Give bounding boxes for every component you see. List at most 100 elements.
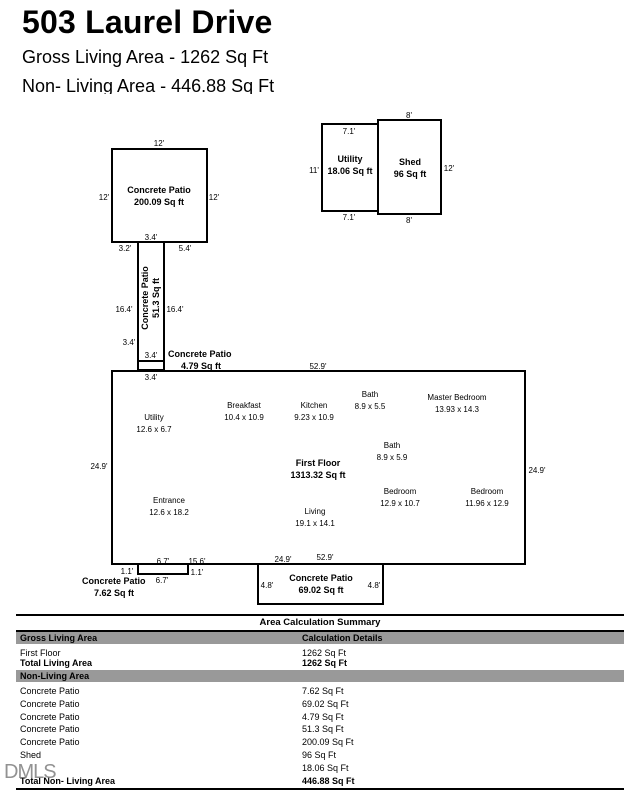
room-entrance-size: 12.6 x 18.2: [149, 508, 189, 517]
row-label: Total Non- Living Area: [20, 776, 116, 787]
shed-name: Shed: [399, 157, 421, 167]
utility-dim-top: 7.1': [343, 127, 356, 136]
patio-bottom-dim-left: 4.8': [261, 581, 274, 590]
table-row: Total Living Area 1262 Sq Ft: [16, 657, 624, 670]
patio-top-dim-right: 12': [209, 193, 220, 202]
room-bedroom-1-name: Bedroom: [384, 487, 417, 496]
shed-area: 96 Sq ft: [394, 169, 427, 179]
row-value: 1262 Sq Ft: [302, 657, 348, 668]
first-floor-dim-top: 52.9': [309, 362, 327, 371]
row-label: Shed: [20, 750, 42, 761]
room-breakfast-size: 10.4 x 10.9: [224, 413, 264, 422]
room-living-name: Living: [305, 507, 326, 516]
row-value: 4.79 Sq Ft: [302, 711, 344, 722]
utility-name: Utility: [337, 154, 362, 164]
room-bedroom-2-name: Bedroom: [471, 487, 504, 496]
patio-vertical-name: Concrete Patio: [140, 266, 150, 330]
patio-bottom-left-area: 7.62 Sq ft: [94, 588, 134, 598]
patio-small-name: Concrete Patio: [168, 349, 232, 359]
patio-vertical-dim-left: 16.4': [115, 305, 133, 314]
patio-bottom-left-name: Concrete Patio: [82, 576, 146, 586]
patio-bottom-name: Concrete Patio: [289, 573, 353, 583]
patio-top-dim-bottom-b: 3.4': [145, 233, 158, 242]
room-bedroom-1-size: 12.9 x 10.7: [380, 499, 420, 508]
shed-dim-bottom: 8': [406, 216, 412, 225]
row-label: Concrete Patio: [20, 685, 80, 696]
table-row: First Floor 1262 Sq Ft: [16, 647, 624, 660]
first-floor-name: First Floor: [296, 458, 341, 468]
patio-small-area: 4.79 Sq ft: [181, 361, 221, 371]
patio-bottom-area: 69.02 Sq ft: [298, 585, 343, 595]
patio-top-dim-left: 12': [99, 193, 110, 202]
patio-bottom-left-dim-bottom: 6.7': [156, 576, 169, 585]
patio-bottom-dim-right: 4.8': [368, 581, 381, 590]
non-living-area: Non- Living Area - 446.88 Sq Ft: [22, 76, 275, 94]
patio-bottom-left-dim-left: 1.1': [121, 567, 134, 576]
first-floor-dim-left: 24.9': [90, 462, 108, 471]
room-entrance-name: Entrance: [153, 496, 186, 505]
room-utility-size: 12.6 x 6.7: [136, 425, 172, 434]
room-bath-2-size: 8.9 x 5.9: [377, 453, 408, 462]
patio-top-dim-top: 12': [154, 139, 165, 148]
patio-top-dim-bottom-a: 3.2': [119, 244, 132, 253]
room-kitchen-name: Kitchen: [301, 401, 328, 410]
patio-vertical-area: 51.3 Sq ft: [151, 278, 161, 318]
table-row: Concrete Patio 69.02 Sq Ft: [16, 698, 624, 711]
room-bath-1-size: 8.9 x 5.5: [355, 402, 386, 411]
first-floor-area: 1313.32 Sq ft: [290, 470, 345, 480]
calc-header: Calculation Details: [302, 633, 383, 643]
table-row: Total Non- Living Area 446.88 Sq Ft: [16, 775, 624, 790]
patio-bottom-outline: [257, 563, 384, 605]
patio-top-name: Concrete Patio: [127, 185, 191, 195]
patio-bottom-left-outline: [137, 563, 189, 575]
utility-area: 18.06 Sq ft: [327, 166, 372, 176]
gross-living-area: Gross Living Area - 1262 Sq Ft: [22, 47, 269, 67]
row-label: First Floor: [20, 648, 61, 658]
patio-vertical-dim-right: 16.4': [166, 305, 184, 314]
shed-dim-top: 8': [406, 111, 412, 120]
first-floor-dim-bottom-c: 24.9': [274, 555, 292, 564]
patio-small-dim-top: 3.4': [145, 351, 158, 360]
gross-header: Gross Living Area: [20, 633, 98, 643]
table-row: Concrete Patio 4.79 Sq Ft: [16, 711, 624, 724]
patio-top-area: 200.09 Sq ft: [134, 197, 184, 207]
table-row: Shed 96 Sq Ft: [16, 749, 624, 762]
summary-title: Area Calculation Summary: [16, 616, 624, 632]
first-floor-dim-bottom-a: 6.7': [157, 557, 170, 566]
page-title: 503 Laurel Drive: [22, 4, 273, 40]
patio-top-dim-bottom-c: 5.4': [179, 244, 192, 253]
watermark-logo: DMLS: [4, 761, 57, 783]
room-living-size: 19.1 x 14.1: [295, 519, 335, 528]
row-value: 200.09 Sq Ft: [302, 737, 354, 748]
row-value: 446.88 Sq Ft: [302, 776, 355, 787]
patio-bottom-left-dim-right: 1.1': [191, 568, 204, 577]
room-master-bedroom-size: 13.93 x 14.3: [435, 405, 480, 414]
room-breakfast-name: Breakfast: [227, 401, 262, 410]
first-floor-dim-bottom-d: 52.9': [316, 553, 334, 562]
row-label: Concrete Patio: [20, 711, 80, 722]
row-value: 7.62 Sq Ft: [302, 685, 344, 696]
row-label: Concrete Patio: [20, 698, 80, 709]
utility-dim-left: 11': [309, 166, 319, 175]
room-bath-1-name: Bath: [362, 390, 378, 399]
room-master-bedroom-name: Master Bedroom: [427, 393, 486, 402]
first-floor-dim-right: 24.9': [528, 466, 546, 475]
shed-outline: [377, 119, 442, 215]
row-label: Concrete Patio: [20, 724, 80, 735]
table-row: Concrete Patio 7.62 Sq Ft: [16, 685, 624, 698]
room-bath-2-name: Bath: [384, 441, 400, 450]
row-value: 96 Sq Ft: [302, 750, 337, 761]
nonliving-header: Non-Living Area: [20, 670, 90, 681]
floor-plan: Concrete Patio 200.09 Sq ft 12' 12' 12' …: [82, 111, 546, 605]
utility-dim-bottom: 7.1': [343, 213, 356, 222]
patio-top-outline: [111, 148, 208, 243]
nonliving-header-row: Non-Living Area: [16, 669, 624, 682]
row-label: Total Living Area: [20, 657, 93, 668]
row-value: 1262 Sq Ft: [302, 648, 347, 658]
table-row: 18.06 Sq Ft: [16, 762, 624, 775]
room-kitchen-size: 9.23 x 10.9: [294, 413, 334, 422]
patio-small-dim-bottom: 3.4': [145, 373, 158, 382]
row-label: Concrete Patio: [20, 737, 80, 748]
first-floor-dim-bottom-b: 15.6': [188, 557, 206, 566]
row-value: 51.3 Sq Ft: [302, 724, 344, 735]
